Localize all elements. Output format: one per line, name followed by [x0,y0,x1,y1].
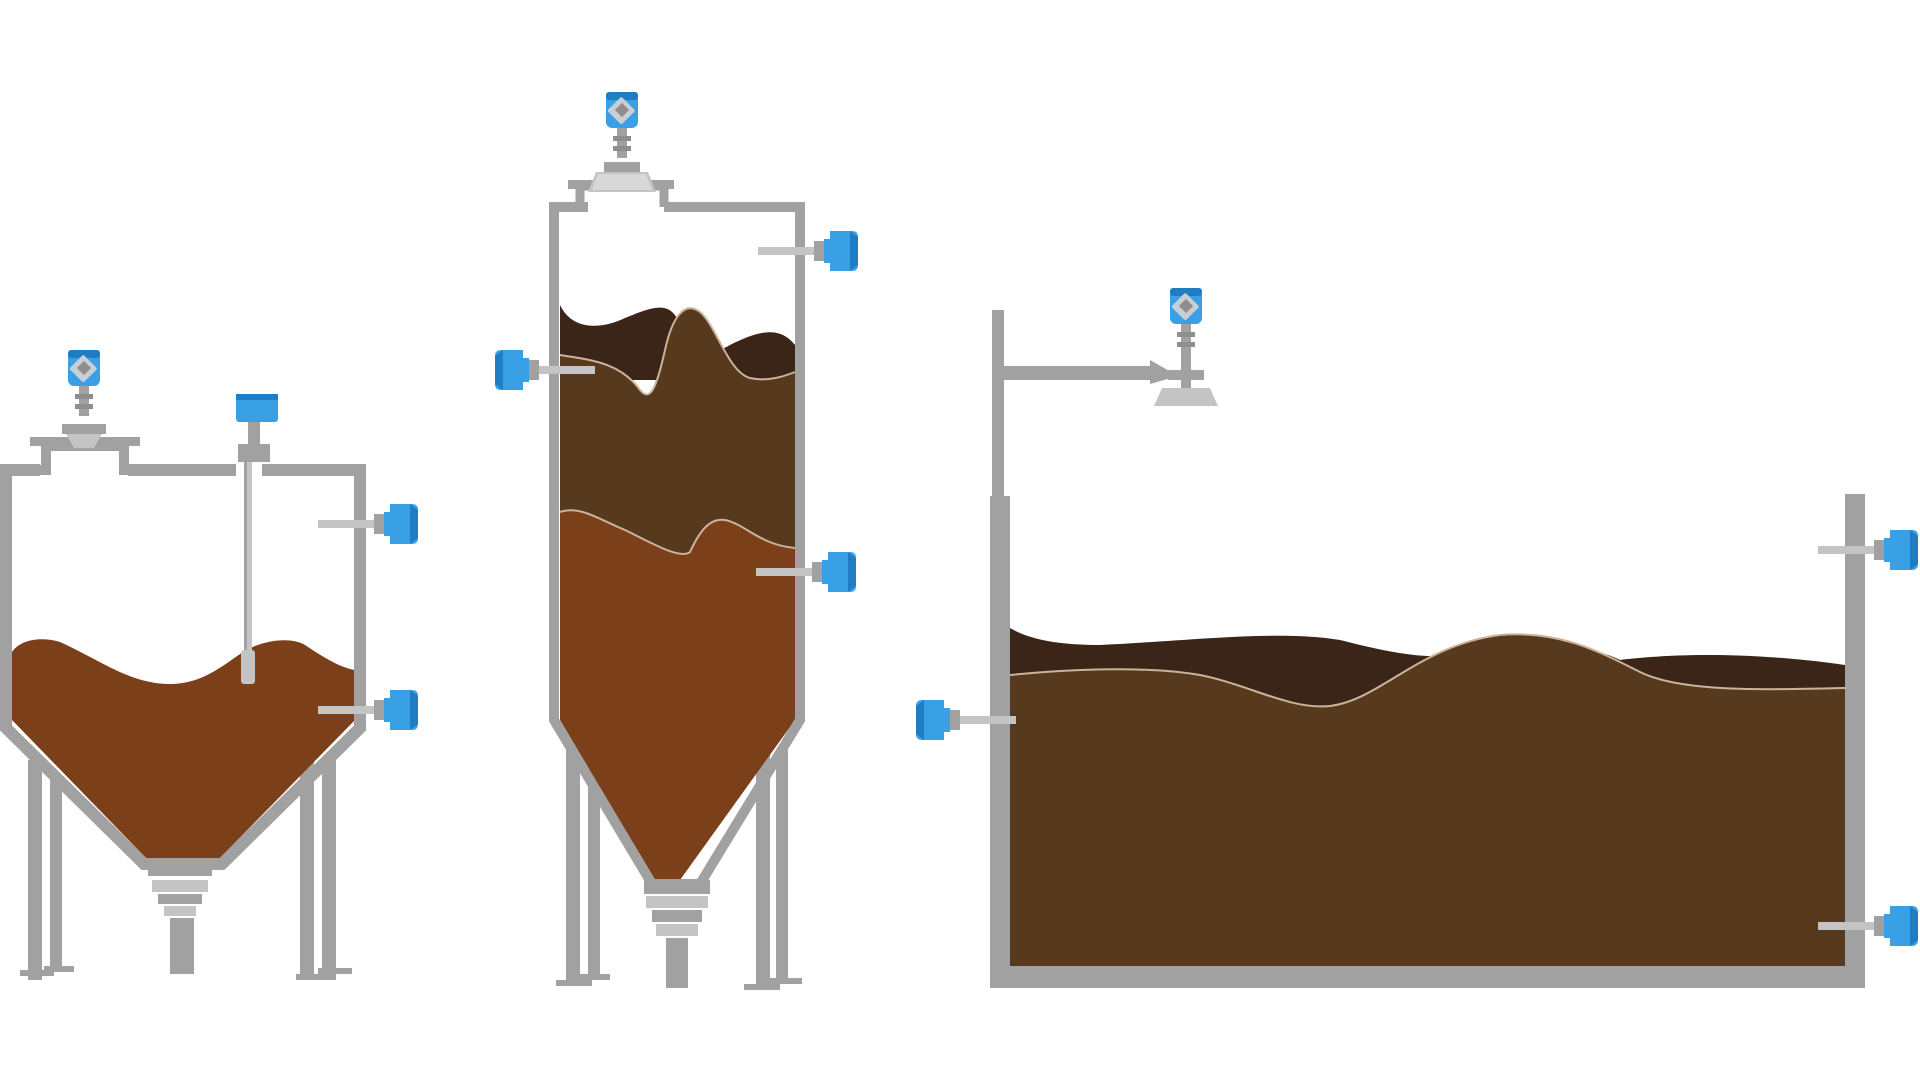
hopper-roof-nozzle [40,441,130,475]
bin-shell [990,494,1865,988]
guided-wave-probe-icon [236,394,278,684]
level-switch-upper-icon [318,504,418,544]
silo-shell [549,202,805,889]
bin-interface-line [1009,633,1846,708]
level-switch-top-right-icon [758,231,858,271]
hopper-legs [20,760,352,980]
radar-horn-icon [588,92,656,192]
silo-material-orange-brown [560,510,795,880]
open-bin-right [916,288,1918,988]
hopper-shell [0,464,366,870]
level-switch-right-upper-icon [1818,530,1918,570]
radar-horn-icon [62,350,106,448]
silo-interface-line-upper [559,307,796,396]
hopper-outlet [148,860,212,974]
radar-horn-on-bracket-icon [1154,288,1218,406]
conical-hopper-left [0,350,418,980]
silo-outlet [644,880,710,988]
tall-silo-center [495,92,858,990]
radar-mounting-bracket [992,310,1178,500]
silo-interface-line-lower [559,509,796,555]
silo-legs [556,750,802,990]
bin-material-medium-brown [1010,634,1845,968]
hopper-material-orange-brown [12,639,355,860]
